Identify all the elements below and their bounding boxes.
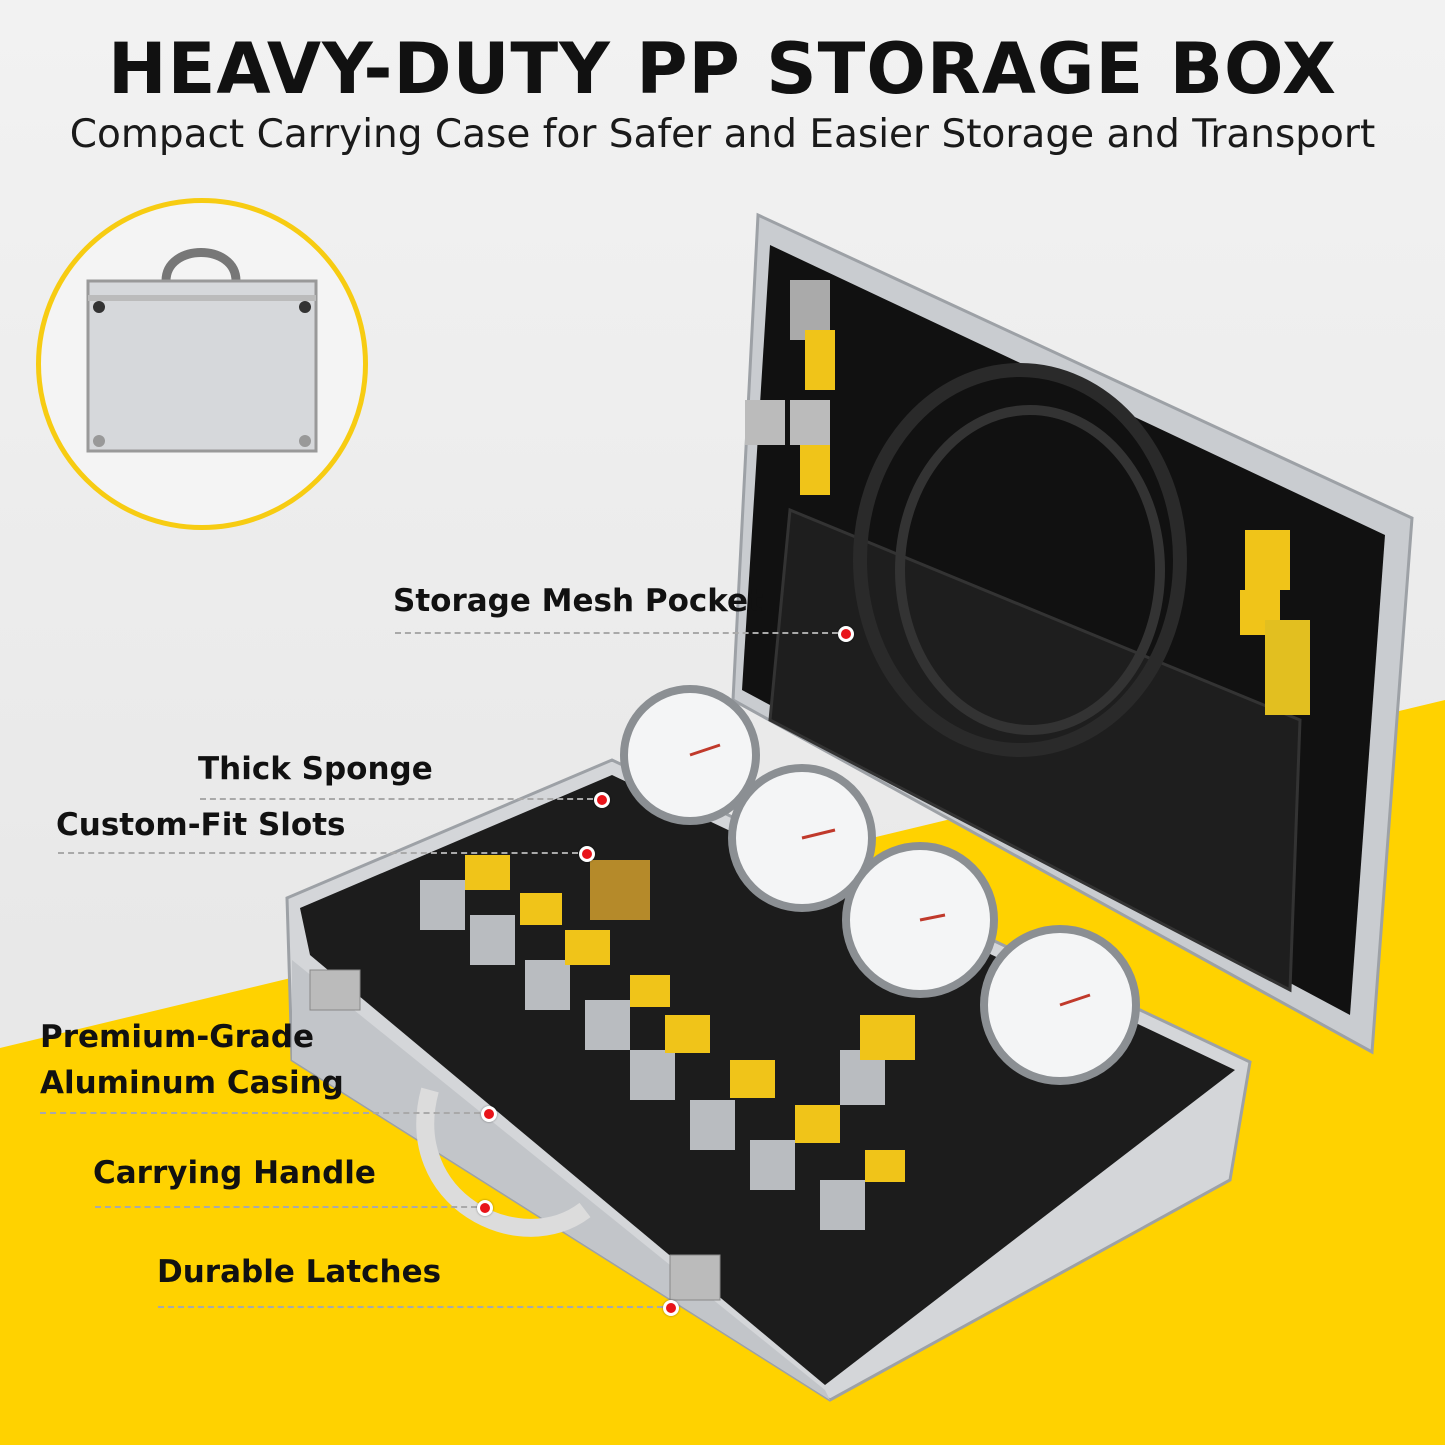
closed-case-inset	[36, 198, 368, 530]
closed-case-image	[86, 248, 318, 453]
callout-aluminum-casing-line1: Premium-Grade	[40, 1019, 315, 1055]
callout-aluminum-casing-line2: Aluminum Casing	[40, 1065, 344, 1101]
callout-carrying-handle: Carrying Handle	[93, 1155, 376, 1191]
callout-dot	[663, 1300, 679, 1316]
callout-dot	[579, 846, 595, 862]
callout-leader-line	[40, 1112, 480, 1114]
callout-storage-mesh-pocket: Storage Mesh Pocket	[393, 583, 763, 619]
callout-dot	[481, 1106, 497, 1122]
callout-leader-line	[200, 798, 593, 800]
coiled-hose	[853, 363, 1187, 757]
carrying-handle	[416, 1087, 591, 1237]
callout-dot	[477, 1200, 493, 1216]
quick-couplers	[420, 855, 915, 1230]
latch	[309, 969, 361, 1011]
callout-leader-line	[158, 1306, 663, 1308]
callout-leader-line	[95, 1206, 477, 1208]
callout-thick-sponge: Thick Sponge	[198, 751, 433, 787]
case-lid	[731, 212, 1414, 1055]
callout-custom-fit-slots: Custom-Fit Slots	[56, 807, 346, 843]
callout-durable-latches: Durable Latches	[157, 1254, 442, 1290]
page-title: HEAVY-DUTY PP STORAGE BOX	[108, 28, 1337, 110]
callout-leader-line	[395, 632, 838, 634]
callout-leader-line	[58, 852, 578, 854]
callout-dot	[594, 792, 610, 808]
callout-dot	[838, 626, 854, 642]
page-subtitle: Compact Carrying Case for Safer and Easi…	[69, 112, 1376, 157]
